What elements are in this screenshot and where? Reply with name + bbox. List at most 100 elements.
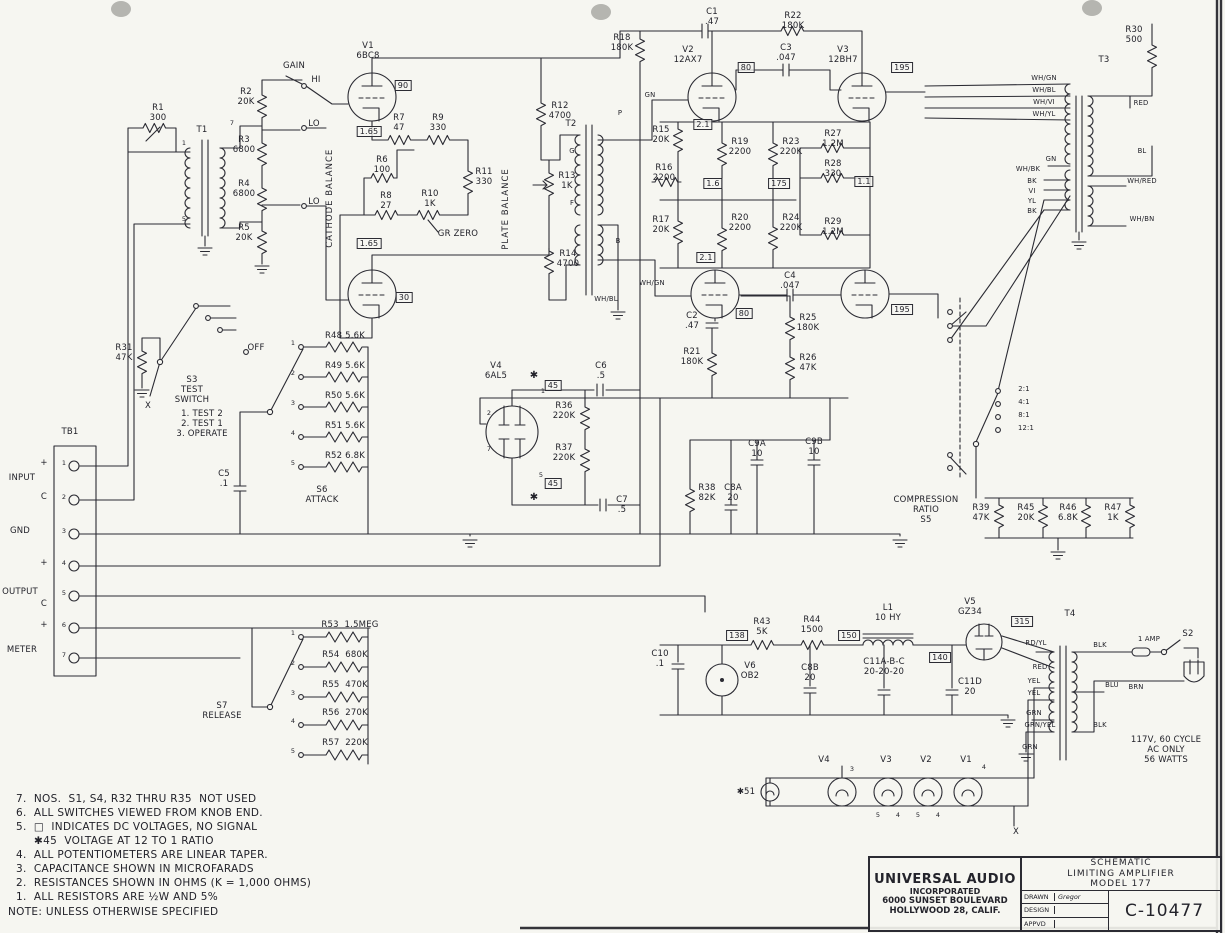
v4-voltage-top: 45: [544, 380, 562, 392]
c6-label: C6 .5: [595, 361, 607, 381]
r4-label: R4 6800: [232, 179, 256, 199]
r51-label: R51 5.6K: [324, 421, 366, 431]
r43-label: R43 5K: [753, 617, 771, 637]
s7-contact-1: 1: [290, 629, 296, 637]
c2-label: C2 .47: [684, 311, 700, 331]
wire-rd-yl-t4: RD/YL: [1025, 639, 1047, 647]
output-label: OUTPUT: [2, 587, 38, 597]
v1-voltage-bottom: 30: [395, 292, 413, 304]
s7-label: S7 RELEASE: [202, 701, 242, 721]
r21-label: R21 180K: [680, 347, 704, 367]
drawn-value: Gregor: [1058, 893, 1081, 902]
r12-label: R12 4700: [548, 101, 572, 121]
title-block: UNIVERSAL AUDIO INCORPORATED 6000 SUNSET…: [868, 856, 1222, 932]
note-2: 2. RESISTANCES SHOWN IN OHMS (K = 1,000 …: [16, 877, 312, 889]
s7-contact-2: 2: [290, 659, 296, 667]
gnd-label: GND: [9, 526, 31, 536]
v4-voltage-bottom: 45: [544, 478, 562, 490]
ratio-8-1: 8:1: [1018, 411, 1030, 419]
r23-label: R23 220K: [779, 137, 803, 157]
gr-zero-label: GR ZERO: [437, 229, 479, 239]
t2-pin-f: F: [569, 199, 575, 207]
heater-x-label: X: [1012, 827, 1020, 837]
wire-grn-2-t4: GRN: [1022, 743, 1038, 751]
v4-pin-5: 5: [538, 471, 544, 479]
wire-red-t3: RED: [1133, 99, 1149, 107]
meter-label: METER: [6, 645, 38, 655]
v2-voltage-top: 80: [737, 62, 755, 74]
wire-wh-vi-t3: WH/VI: [1033, 98, 1055, 106]
tb1-terminal-7: 7: [61, 651, 67, 659]
wire-yl-t3: YL: [1027, 197, 1037, 205]
ac-power-label: 117V, 60 CYCLE AC ONLY 56 WATTS: [1130, 735, 1202, 765]
wire-bk-2-t3: BK: [1027, 207, 1037, 215]
r36-label: R36 220K: [552, 401, 576, 421]
heater-pin-4c: 4: [981, 763, 987, 771]
input-plus-label: +: [40, 458, 48, 468]
r57-label: R57 220K: [322, 738, 368, 748]
t2-pin-gn: GN: [644, 91, 656, 99]
off-label: OFF: [247, 343, 265, 353]
r8-label: R8 27: [380, 191, 392, 211]
s6-contact-5: 5: [290, 459, 296, 467]
design-label: DESIGN: [1022, 906, 1055, 915]
r55-label: R55 470K: [322, 680, 368, 690]
note-4: 4. ALL POTENTIOMETERS ARE LINEAR TAPER.: [16, 849, 268, 861]
v1-cathode-voltage-top: 1.65: [356, 126, 382, 138]
cathode-balance-label: CATHODE BALANCE: [325, 148, 336, 248]
wire-grn-1-t4: GRN: [1026, 709, 1042, 717]
r38-label: R38 82K: [698, 483, 716, 503]
input-c-label: C: [40, 492, 48, 502]
meter-plus-label: +: [40, 620, 48, 630]
r19-label: R19 2200: [728, 137, 752, 157]
gain-hi: HI: [311, 75, 321, 85]
compression-ratio-label: COMPRESSION RATIO S5: [893, 495, 959, 525]
s6-contact-1: 1: [290, 339, 296, 347]
r22-label: R22 180K: [781, 11, 805, 31]
r49-label: R49 5.6K: [324, 361, 366, 371]
c10-label: C10 .1: [651, 649, 669, 669]
v2-heater-label: V2: [920, 755, 932, 765]
r14-label: R14 4700: [556, 249, 580, 269]
voltage-315: 315: [1011, 616, 1033, 628]
voltage-150: 150: [838, 630, 860, 642]
ratio-2-1: 2:1: [1018, 385, 1030, 393]
r46-label: R46 6.8K: [1058, 503, 1078, 523]
tb1-terminal-1: 1: [61, 459, 67, 467]
note-7: 7. NOS. S1, S4, R32 THRU R35 NOT USED: [16, 793, 257, 805]
company-address-1: 6000 SUNSET BOULEVARD: [882, 896, 1008, 906]
l1-label: L1 10 HY: [874, 603, 902, 623]
s6-label: S6 ATTACK: [305, 485, 339, 505]
r31-label: R31 47K: [115, 343, 133, 363]
wire-brn-t4: BRN: [1128, 683, 1144, 691]
drawing-number: C-10477: [1124, 900, 1205, 921]
v4-pin-1: 1: [540, 387, 546, 395]
wire-wh-bn-t3: WH/BN: [1129, 215, 1155, 223]
t1-label: T1: [196, 125, 208, 135]
voltage-140: 140: [929, 652, 951, 664]
r16-label: R16 2200: [652, 163, 676, 183]
v1-heater-label: V1: [960, 755, 972, 765]
gain-lo-1: LO: [308, 119, 320, 129]
c11abc-label: C11A-B-C 20-20-20: [863, 657, 905, 677]
t1-pin-7: 7: [229, 119, 235, 127]
v4-label: V4 6AL5: [484, 361, 508, 381]
pilot-lamp-label: ✱51: [736, 787, 756, 797]
s3-positions: 1. TEST 2 2. TEST 1 3. OPERATE: [176, 409, 228, 439]
r53-label: R53 1.5MEG: [321, 620, 379, 630]
heater-pin-4a: 4: [895, 811, 901, 819]
s3-label: S3 TEST SWITCH: [174, 375, 210, 405]
wire-wh-bk-t3: WH/BK: [1015, 165, 1041, 173]
heater-pin-4b: 4: [935, 811, 941, 819]
ratio-4-1: 4:1: [1018, 398, 1030, 406]
v5-label: V5 GZ34: [957, 597, 983, 617]
r24-label: R24 220K: [779, 213, 803, 233]
s7-contact-5: 5: [290, 747, 296, 755]
r28-label: R28 330: [824, 159, 842, 179]
s7-contact-4: 4: [290, 717, 296, 725]
v1-cathode-voltage-bottom: 1.65: [356, 238, 382, 250]
s3-x-label: X: [144, 401, 152, 411]
wire-blk-1-t4: BLK: [1093, 641, 1107, 649]
wire-blk-2-t4: BLK: [1093, 721, 1107, 729]
tb1-terminal-6: 6: [61, 621, 67, 629]
